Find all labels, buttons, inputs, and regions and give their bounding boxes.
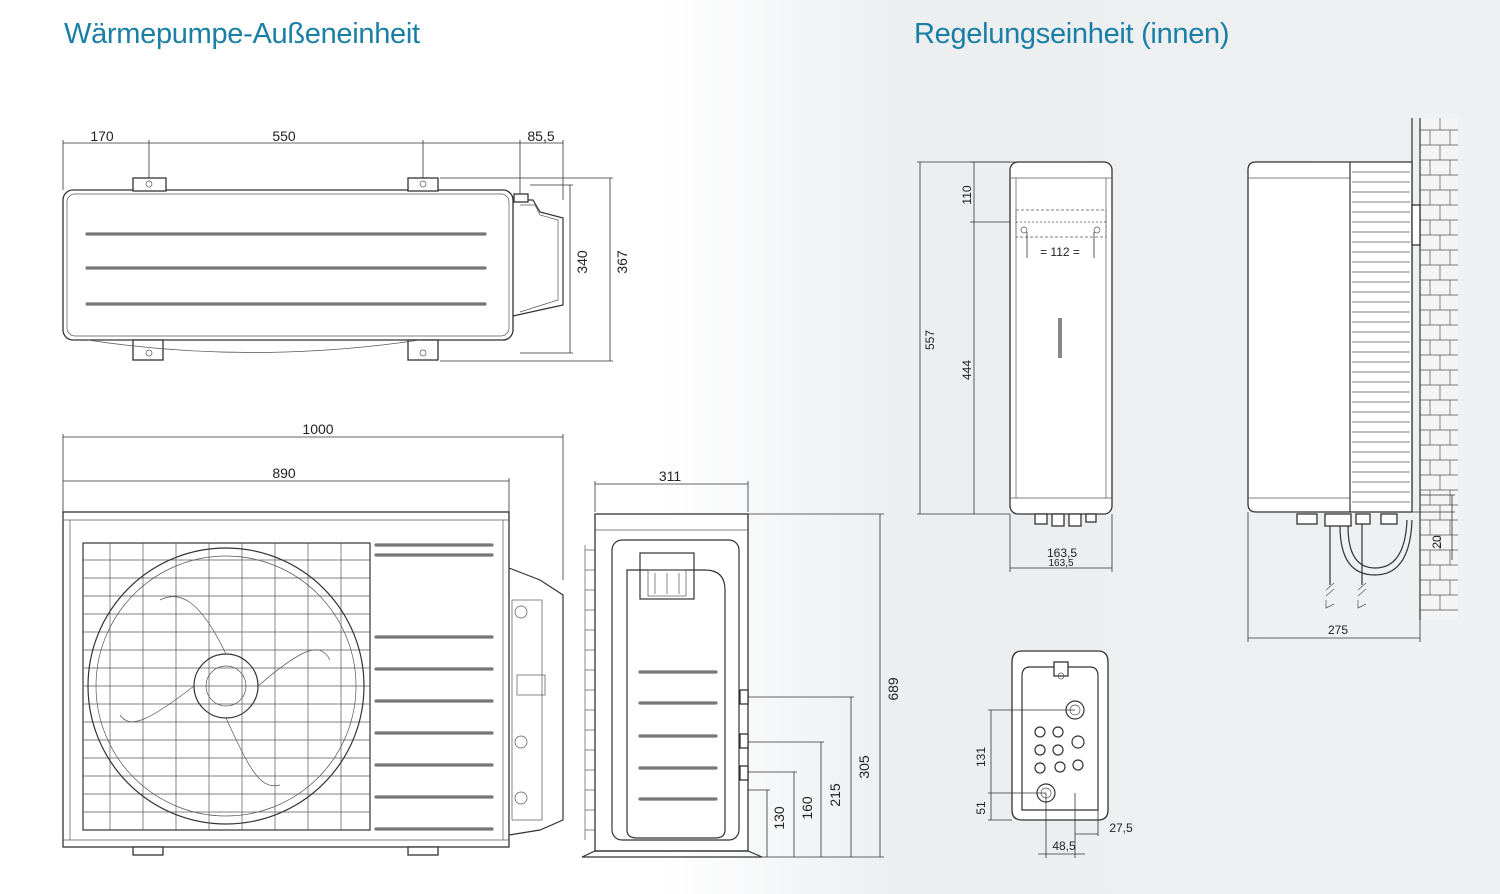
dim-160: 160 [799, 796, 815, 820]
control-unit-bottom-view [988, 650, 1109, 858]
fan-grille [83, 543, 370, 830]
dim-557: 557 [923, 330, 937, 350]
control-unit-side-view [1247, 118, 1458, 642]
dim-48-5: 48,5 [1052, 839, 1076, 853]
dim-85-5: 85,5 [527, 128, 554, 144]
dim-340: 340 [574, 250, 590, 274]
dim-131: 131 [974, 747, 988, 767]
outdoor-front-view [62, 434, 564, 856]
indoor-unit-title: Regelungseinheit (innen) [914, 18, 1230, 50]
dim-110: 110 [960, 185, 974, 204]
outdoor-unit-title: Wärmepumpe-Außeneinheit [64, 18, 420, 50]
dim-163-5: 163,5 [1047, 546, 1077, 560]
dim-27-5: 27,5 [1109, 821, 1133, 835]
dim-1000: 1000 [302, 421, 333, 437]
dim-130: 130 [771, 806, 787, 830]
dim-367: 367 [614, 250, 630, 274]
dim-215: 215 [827, 783, 843, 807]
dim-311: 311 [659, 468, 682, 484]
dim-51: 51 [974, 801, 988, 815]
dim-444: 444 [960, 360, 974, 380]
cooling-ribs [1352, 171, 1410, 503]
outdoor-side-view [581, 481, 884, 858]
dim-163-5-small: 163,5 [1048, 558, 1073, 569]
dim-890: 890 [272, 465, 296, 481]
outdoor-top-view [62, 140, 613, 362]
dim-305: 305 [856, 755, 872, 779]
dim-275: 275 [1328, 623, 1348, 637]
control-unit-front-view [917, 161, 1113, 572]
dim-112: = 112 = [1040, 245, 1080, 259]
dim-550: 550 [272, 128, 296, 144]
dim-689: 689 [885, 677, 901, 701]
brick-wall [1411, 118, 1458, 620]
dim-20: 20 [1430, 535, 1444, 549]
dim-170: 170 [90, 128, 114, 144]
